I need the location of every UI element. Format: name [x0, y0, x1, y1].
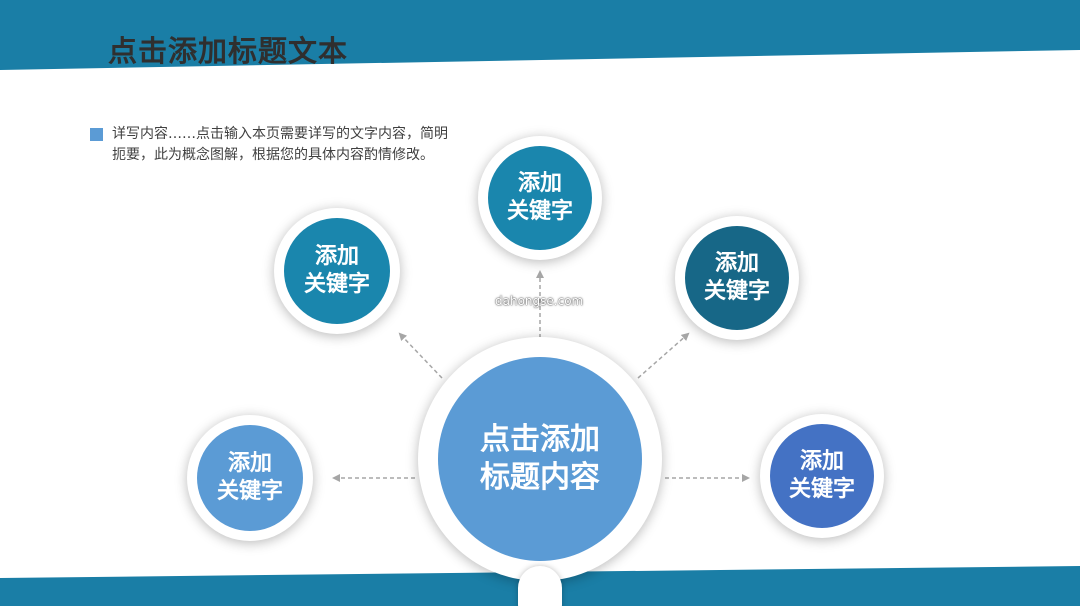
connector-upper-right [637, 332, 690, 379]
keyword-node-top[interactable]: 添加 关键字 [478, 136, 602, 260]
keyword-node-right[interactable]: 添加 关键字 [760, 414, 884, 538]
keyword-node-upper-right-label: 添加 关键字 [703, 251, 770, 304]
description-text[interactable]: 详写内容……点击输入本页需要详写的文字内容，简明扼要，此为概念图解，根据您的具体… [112, 126, 448, 163]
bottom-tab-decoration [518, 566, 562, 606]
keyword-node-right-circle: 添加 关键字 [770, 424, 874, 528]
keyword-node-top-circle: 添加 关键字 [488, 146, 592, 250]
connector-upper-left [398, 332, 443, 379]
bullet-square-icon [90, 128, 103, 141]
keyword-node-upper-left[interactable]: 添加 关键字 [274, 208, 400, 334]
keyword-node-left-circle: 添加 关键字 [197, 425, 303, 531]
keyword-node-upper-right-circle: 添加 关键字 [685, 226, 789, 330]
watermark-text: dahongse.com [495, 294, 584, 308]
keyword-node-left[interactable]: 添加 关键字 [187, 415, 313, 541]
keyword-node-upper-left-label: 添加 关键字 [303, 244, 370, 297]
keyword-node-upper-left-circle: 添加 关键字 [284, 218, 390, 324]
center-node[interactable]: 点击添加 标题内容 [418, 337, 662, 581]
slide-title[interactable]: 点击添加标题文本 [108, 34, 349, 68]
header-band [0, 0, 1080, 70]
center-node-label: 点击添加 标题内容 [480, 422, 600, 495]
keyword-node-top-label: 添加 关键字 [506, 171, 573, 224]
keyword-node-right-label: 添加 关键字 [788, 449, 855, 502]
keyword-node-left-label: 添加 关键字 [216, 451, 283, 504]
keyword-node-upper-right[interactable]: 添加 关键字 [675, 216, 799, 340]
center-node-circle: 点击添加 标题内容 [438, 357, 642, 561]
